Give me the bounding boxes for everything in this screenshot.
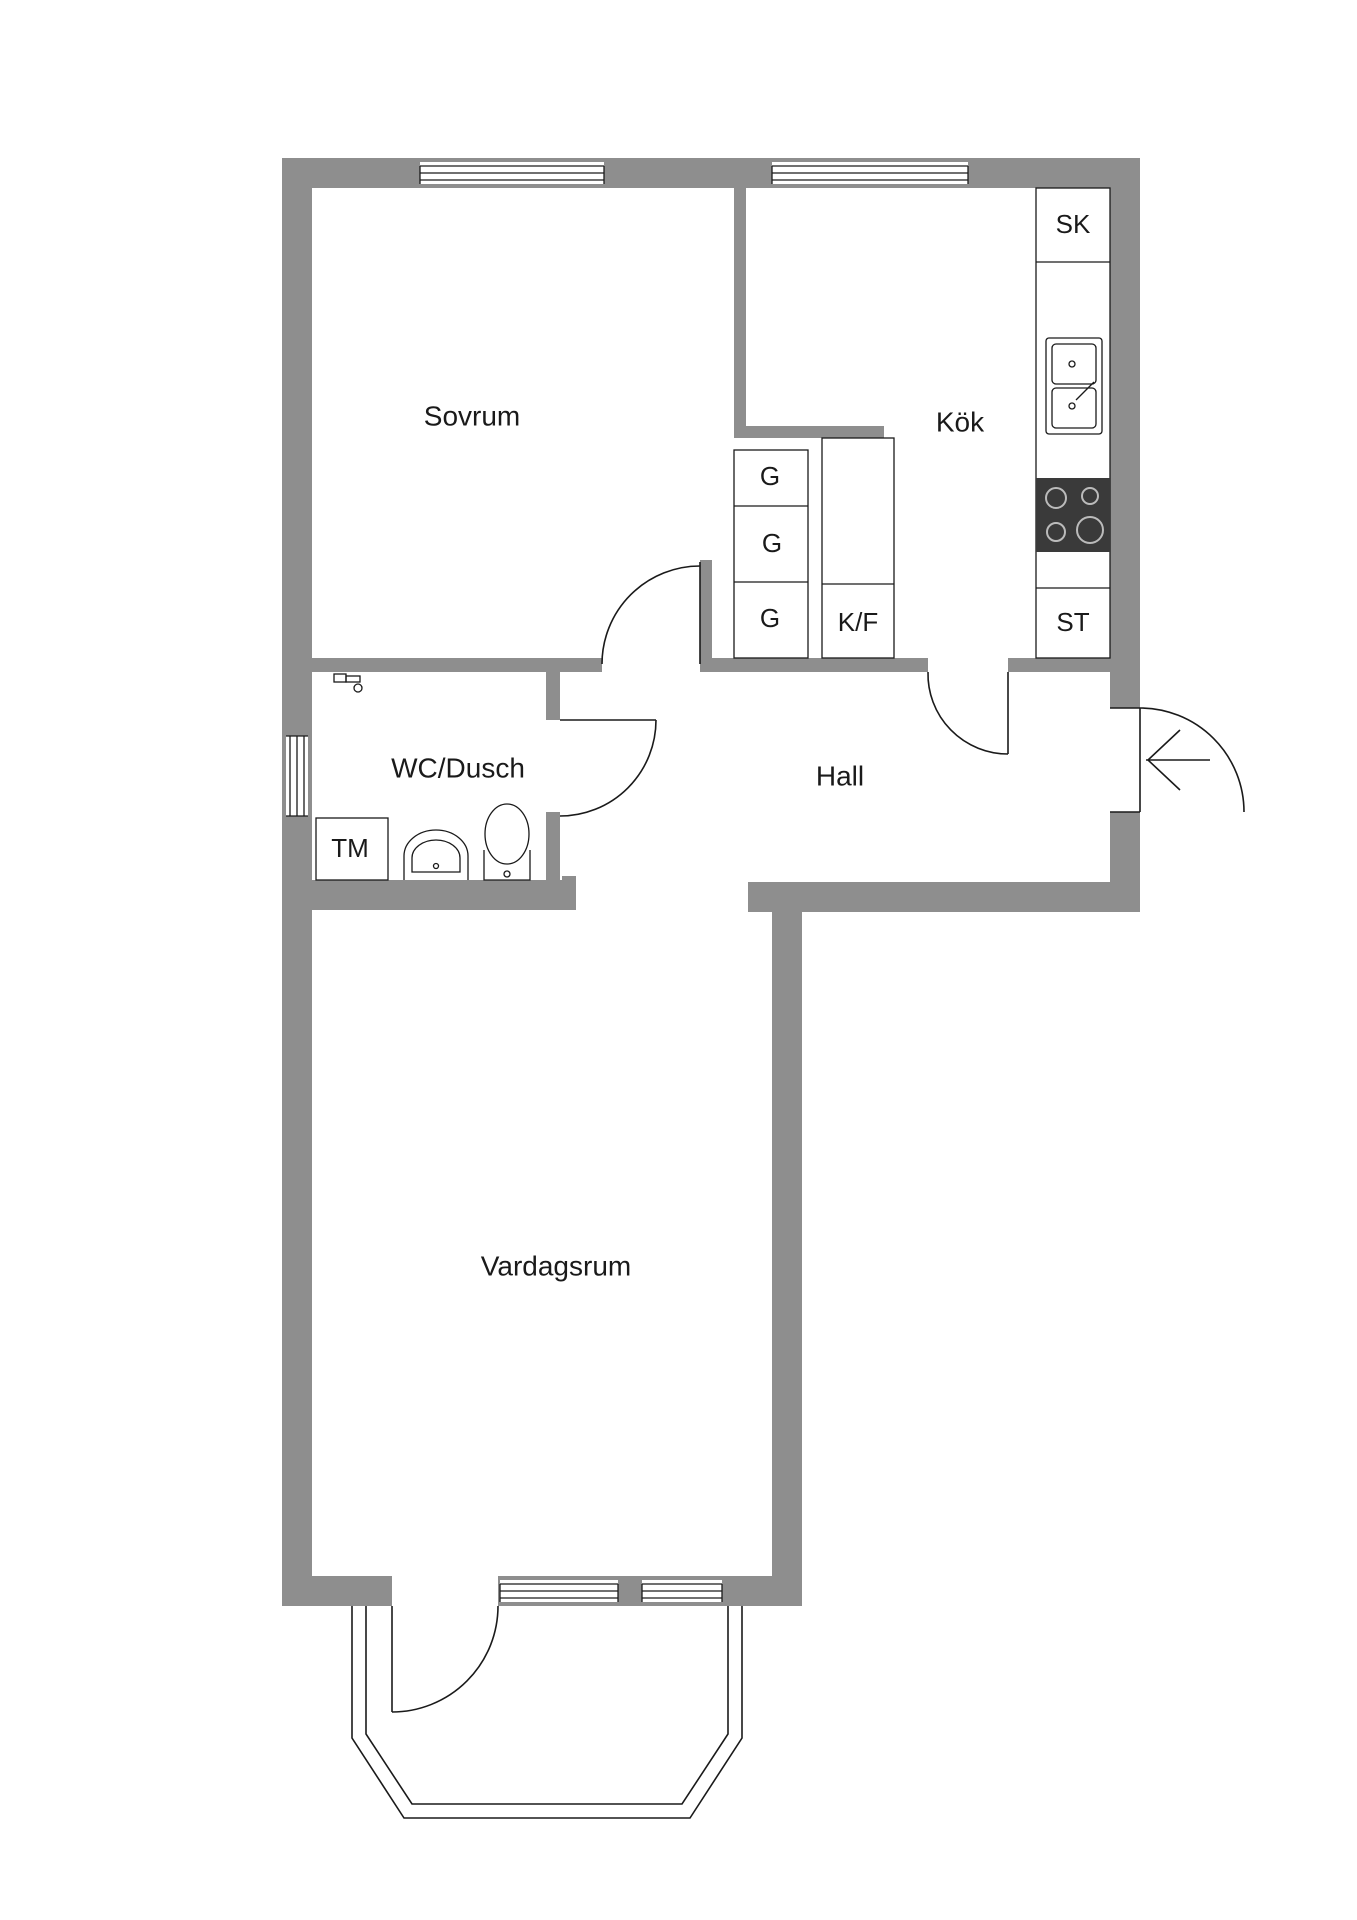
room-label-kok: Kök: [936, 406, 985, 437]
room-label-hall: Hall: [816, 760, 864, 791]
fixture-label-tm: TM: [331, 833, 369, 863]
walls: [282, 158, 1140, 1606]
window-vardagsrum-2: [641, 1580, 723, 1602]
door-kok: [927, 671, 1009, 755]
fridge-freezer: [821, 437, 895, 659]
room-labels: Sovrum Kök WC/Dusch Hall Vardagsrum: [391, 400, 985, 1281]
wardrobes: [733, 449, 809, 659]
window-kok: [771, 162, 969, 184]
fixture-label-g2: G: [762, 528, 782, 558]
door-sovrum: [601, 562, 701, 665]
fixture-labels: SK ST K/F G G G TM: [331, 209, 1091, 863]
fixture-label-kf: K/F: [838, 607, 878, 637]
sink-icon: [1045, 337, 1103, 435]
fixture-label-g3: G: [760, 603, 780, 633]
stove-icon: [1036, 478, 1110, 552]
window-vardagsrum-1: [499, 1580, 619, 1602]
door-balcony: [391, 1605, 499, 1713]
doors: [391, 562, 1245, 1713]
door-entrance: [1110, 707, 1245, 813]
entrance-arrow-icon: [1146, 729, 1210, 791]
door-wc: [559, 719, 657, 817]
toilet-icon: [483, 803, 531, 881]
shower-icon: [333, 673, 363, 693]
fixture-label-sk: SK: [1056, 209, 1091, 239]
washbasin-icon: [403, 829, 469, 880]
window-wc: [286, 735, 308, 817]
room-label-vardagsrum: Vardagsrum: [481, 1250, 631, 1281]
room-label-sovrum: Sovrum: [424, 400, 520, 431]
wc-fixtures: [315, 673, 531, 881]
room-label-wc: WC/Dusch: [391, 752, 525, 783]
window-sovrum: [419, 162, 605, 184]
balcony: [351, 1606, 743, 1819]
fixture-label-st: ST: [1056, 607, 1089, 637]
fixture-label-g1: G: [760, 461, 780, 491]
kitchen-counter: [1035, 187, 1111, 659]
windows: [286, 162, 969, 1606]
